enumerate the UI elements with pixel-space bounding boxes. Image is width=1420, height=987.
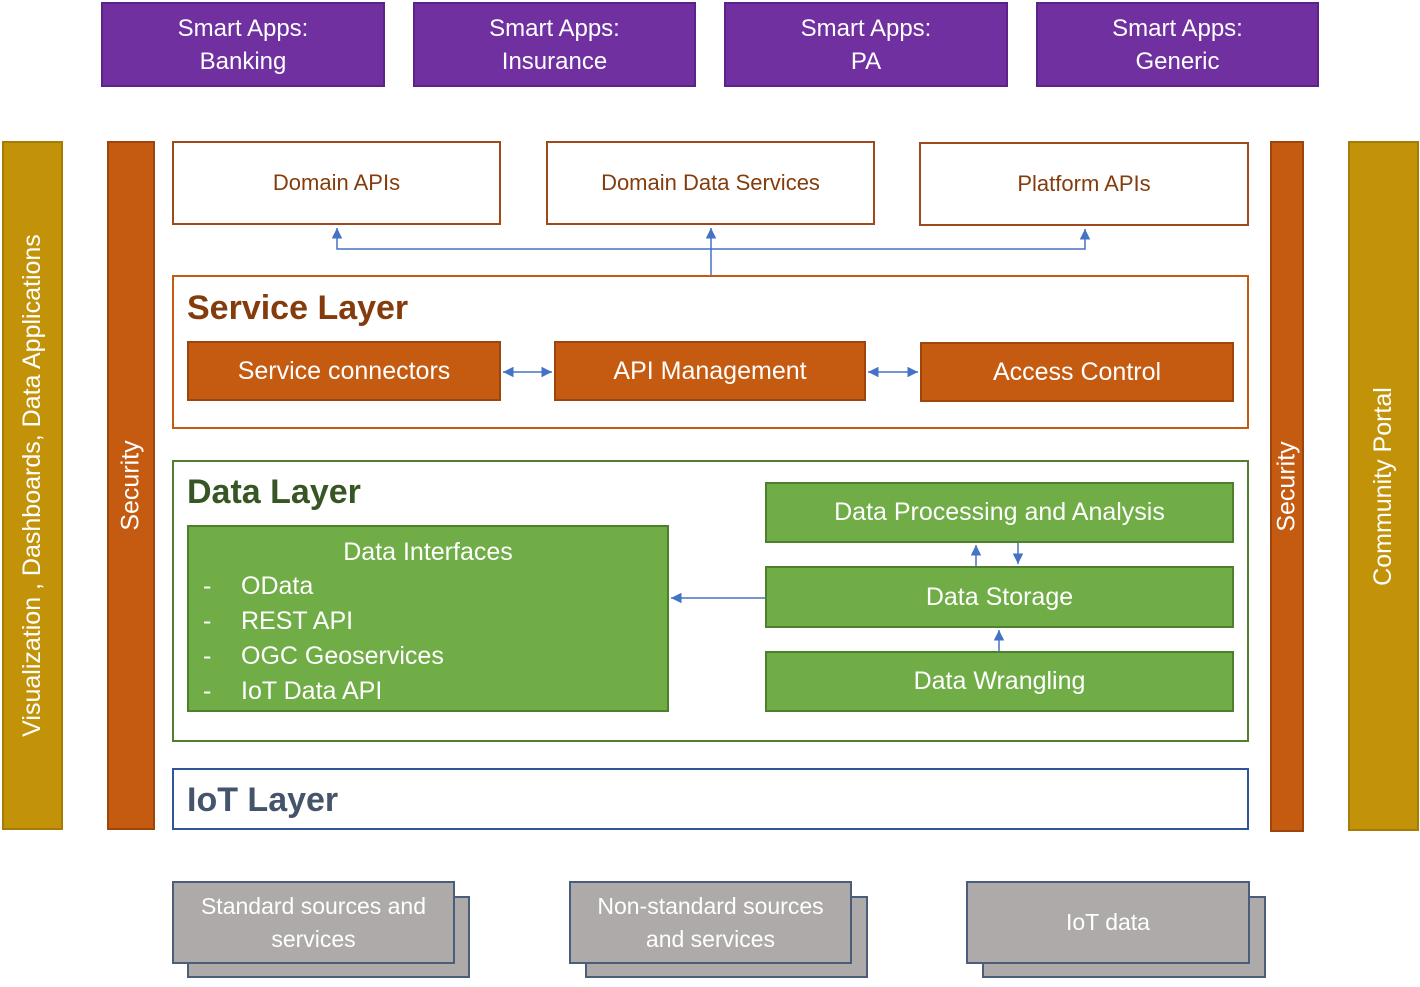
data-layer-panel (172, 460, 1249, 742)
list-dash: - (203, 677, 212, 705)
list-dash: - (203, 642, 212, 670)
visualization-bar-label: Visualization , Dashboards, Data Applica… (18, 234, 46, 737)
arrow-to-domain-apis (331, 228, 711, 250)
community-portal-label: Community Portal (1369, 386, 1398, 586)
security-left-label: Security (116, 440, 145, 531)
data-interface-item: - REST API (189, 604, 667, 639)
smart-app-generic[interactable]: Smart Apps: Generic (1036, 2, 1319, 87)
data-interface-odata: OData (241, 572, 314, 600)
data-processing-box[interactable]: Data Processing and Analysis (765, 482, 1234, 543)
list-dash: - (203, 607, 212, 635)
api-management-label: API Management (613, 356, 807, 385)
platform-apis-label: Platform APIs (1017, 171, 1151, 196)
iot-layer-panel (172, 768, 1249, 830)
domain-data-services-label: Domain Data Services (601, 170, 820, 195)
service-layer-panel (172, 275, 1249, 429)
security-bar-left[interactable]: Security (107, 141, 155, 830)
access-control-label: Access Control (992, 357, 1162, 386)
service-connectors-box[interactable]: Service connectors (187, 341, 501, 401)
community-portal-bar[interactable]: Community Portal (1348, 141, 1419, 831)
smart-app-banking-label: Smart Apps: Banking (177, 14, 309, 75)
iot-layer-title: IoT Layer (187, 781, 339, 819)
iot-data-label: IoT data (1066, 909, 1150, 935)
data-storage-label: Data Storage (925, 582, 1074, 611)
service-layer-title: Service Layer (187, 289, 409, 327)
smart-app-generic-label: Smart Apps: Generic (1112, 14, 1243, 75)
service-connectors-label: Service connectors (237, 356, 451, 385)
data-processing-label: Data Processing and Analysis (834, 498, 1165, 526)
security-right-label: Security (1272, 441, 1301, 532)
data-wrangling-box[interactable]: Data Wrangling (765, 651, 1234, 712)
list-dash: - (203, 572, 212, 600)
iot-data-box[interactable]: IoT data (966, 881, 1250, 964)
data-interfaces-box[interactable]: Data Interfaces - OData - REST API - OGC Ge… (187, 525, 669, 712)
smart-app-banking[interactable]: Smart Apps: Banking (101, 2, 385, 87)
data-interfaces-list: - OData - REST API - OGC Geoservices - IoT D… (189, 569, 667, 709)
data-storage-box[interactable]: Data Storage (765, 566, 1234, 628)
smart-app-pa[interactable]: Smart Apps: PA (724, 2, 1008, 87)
data-interface-item: - OGC Geoservices (189, 639, 667, 674)
arrow-to-platform-apis (711, 229, 1091, 250)
smart-app-insurance-label: Smart Apps: Insurance (489, 14, 620, 75)
non-standard-sources-label: Non-standard sources and services (597, 892, 824, 952)
data-wrangling-label: Data Wrangling (913, 667, 1086, 695)
data-interface-iot-data-api: IoT Data API (241, 677, 383, 705)
standard-sources-label: Standard sources and services (200, 892, 427, 952)
domain-data-services-box[interactable]: Domain Data Services (546, 141, 875, 225)
data-layer-title: Data Layer (187, 473, 361, 511)
smart-app-insurance[interactable]: Smart Apps: Insurance (413, 2, 696, 87)
data-interface-ogc-geoservices: OGC Geoservices (241, 642, 444, 670)
data-interface-item: - OData (189, 569, 667, 604)
domain-apis-label: Domain APIs (272, 170, 401, 195)
visualization-bar[interactable]: Visualization , Dashboards, Data Applica… (2, 141, 63, 830)
data-interface-rest-api: REST API (241, 607, 354, 635)
security-bar-right[interactable]: Security (1270, 141, 1304, 832)
domain-apis-box[interactable]: Domain APIs (172, 141, 501, 225)
data-interface-item: - IoT Data API (189, 674, 667, 709)
platform-apis-box[interactable]: Platform APIs (919, 142, 1249, 226)
non-standard-sources-box[interactable]: Non-standard sources and services (569, 881, 852, 964)
data-interfaces-title: Data Interfaces (343, 538, 513, 566)
standard-sources-box[interactable]: Standard sources and services (172, 881, 455, 964)
smart-app-pa-label: Smart Apps: PA (800, 14, 932, 75)
api-management-box[interactable]: API Management (554, 341, 866, 401)
access-control-box[interactable]: Access Control (920, 342, 1234, 402)
